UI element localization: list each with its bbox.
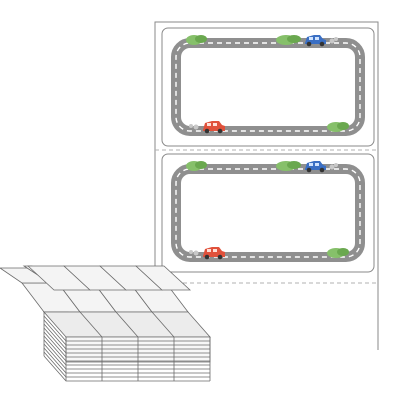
- bottom-label: [161, 153, 375, 273]
- bush-top-right: [276, 35, 301, 45]
- car-red: [203, 247, 225, 260]
- car-blue: [305, 161, 326, 173]
- label-border: [161, 27, 375, 147]
- smoke-icon: [329, 37, 338, 44]
- car-blue: [305, 35, 326, 47]
- bush-top-left: [186, 161, 207, 171]
- road-dashes: [175, 42, 361, 132]
- stack-layers: [43, 312, 211, 382]
- car-red: [203, 121, 225, 134]
- bush-top-right: [276, 161, 301, 171]
- bush-top-left: [186, 35, 207, 45]
- bush-bottom-right: [327, 122, 349, 132]
- smoke-icon: [189, 250, 199, 256]
- fanfold-stack: [0, 265, 211, 382]
- label-sheet: [154, 21, 379, 350]
- sheet-outline: [154, 21, 379, 350]
- smoke-icon: [329, 163, 338, 170]
- stack-top-face: [43, 311, 211, 363]
- smoke-icon: [189, 124, 199, 130]
- top-label: [161, 27, 375, 147]
- label-border: [161, 153, 375, 273]
- bush-bottom-right: [327, 248, 349, 258]
- road-dashes: [175, 168, 361, 258]
- unfolded-flap: [0, 265, 192, 313]
